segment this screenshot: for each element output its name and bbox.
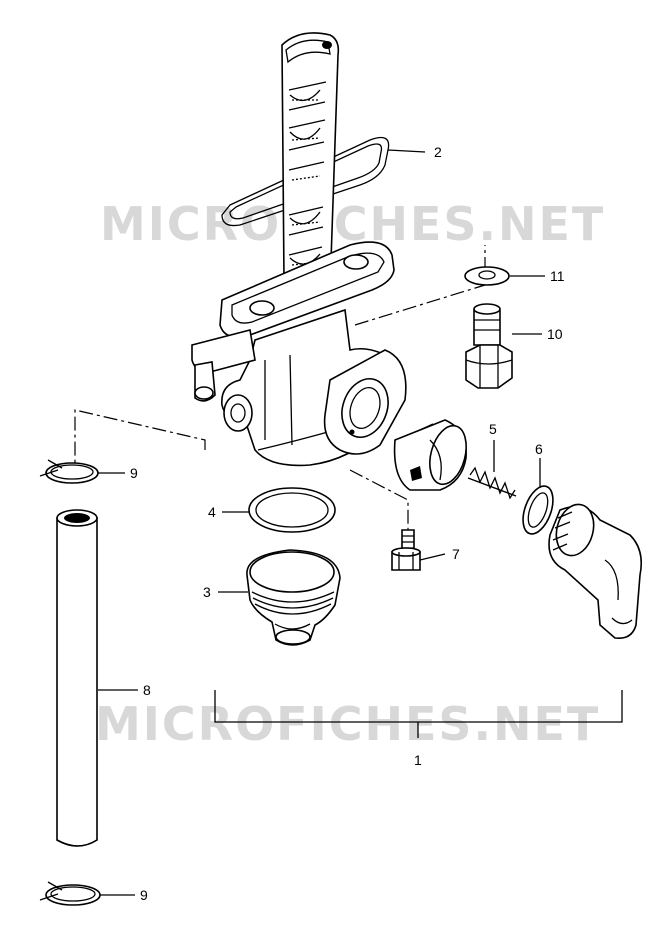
dashed-line-body-to-drain [349,469,409,530]
callout-3: 3 [203,584,211,600]
bolt [465,303,513,389]
dashed-line-body-to-hose [74,409,206,465]
spring [467,466,517,500]
callout-9-bottom: 9 [140,887,148,903]
fuel-hose [56,509,98,847]
o-ring-large [221,136,390,227]
callout-11: 11 [550,268,565,284]
callout-1: 1 [414,752,422,768]
drain-screw [391,529,421,571]
callout-8: 8 [143,682,151,698]
callout-9-top: 9 [130,465,138,481]
valve-rotor [393,419,467,491]
callout-6: 6 [535,441,543,457]
mounting-flange [219,241,395,338]
bolt-washer [464,266,510,286]
callout-2: 2 [434,144,442,160]
callout-4: 4 [208,504,216,520]
leader-lines [98,149,545,896]
valve-body [191,308,407,467]
assembly-bracket [214,690,623,738]
washer [522,485,554,535]
sediment-cup [246,549,341,646]
watermark-bottom: MICROFICHES.NET [95,697,600,751]
watermark-top: MICROFICHES.NET [100,197,605,251]
callout-5: 5 [489,421,497,437]
hose-clip-bottom [39,881,101,906]
callout-10: 10 [547,326,563,342]
valve-lever [548,503,643,640]
callout-7: 7 [452,546,460,562]
cup-gasket [248,487,336,533]
hose-clip-top [39,459,99,484]
